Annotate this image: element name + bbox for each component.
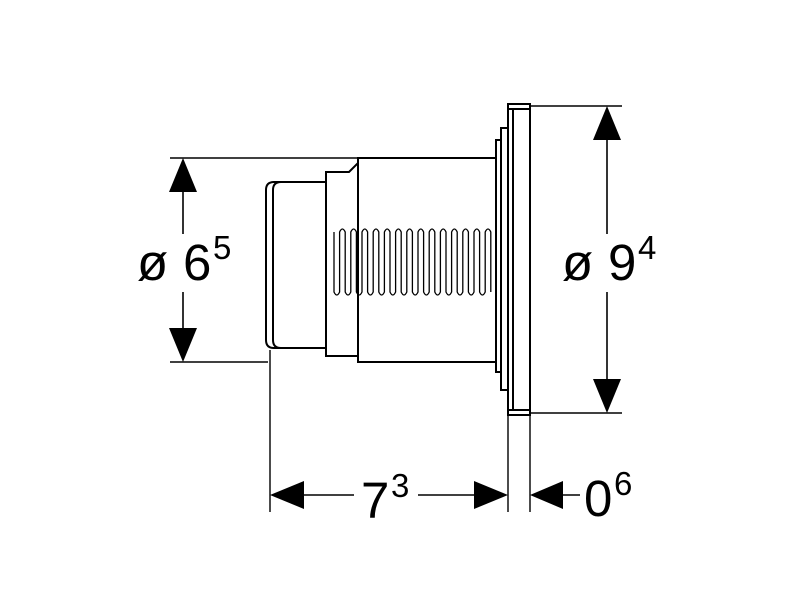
extension-lines <box>170 105 622 512</box>
part-drawing <box>265 103 531 416</box>
dimension-value-superscript: 3 <box>391 467 409 504</box>
dimension-value-superscript: 4 <box>638 229 656 266</box>
body-thread <box>333 228 492 296</box>
dimension-flange-diameter: ø 9 4 <box>562 106 656 413</box>
arrowhead-down <box>593 379 621 413</box>
dimension-flange-thickness: 0 6 <box>530 465 632 527</box>
body-housing <box>357 157 497 363</box>
arrowhead-right <box>474 481 508 509</box>
dimension-value-superscript: 5 <box>213 229 231 266</box>
dimension-value-superscript: 6 <box>614 465 632 502</box>
dimension-body-diameter: ø 6 5 <box>137 158 231 362</box>
dimension-value: 9 <box>608 234 636 291</box>
body-collar <box>325 160 359 357</box>
flange-ring <box>495 127 509 391</box>
diameter-symbol: ø <box>137 234 168 291</box>
arrowhead-left <box>270 481 304 509</box>
flange-plate <box>507 103 531 416</box>
diameter-symbol: ø <box>562 234 593 291</box>
dimension-body-depth: 7 3 <box>270 467 508 529</box>
dimension-value: 7 <box>361 472 389 529</box>
dimension-value: 6 <box>183 234 211 291</box>
arrowhead-down <box>169 328 197 362</box>
arrowhead-up <box>169 158 197 192</box>
button-cap <box>265 181 327 349</box>
arrowhead-up <box>593 106 621 140</box>
arrowhead-left <box>530 481 563 509</box>
dimension-value: 0 <box>584 470 612 527</box>
